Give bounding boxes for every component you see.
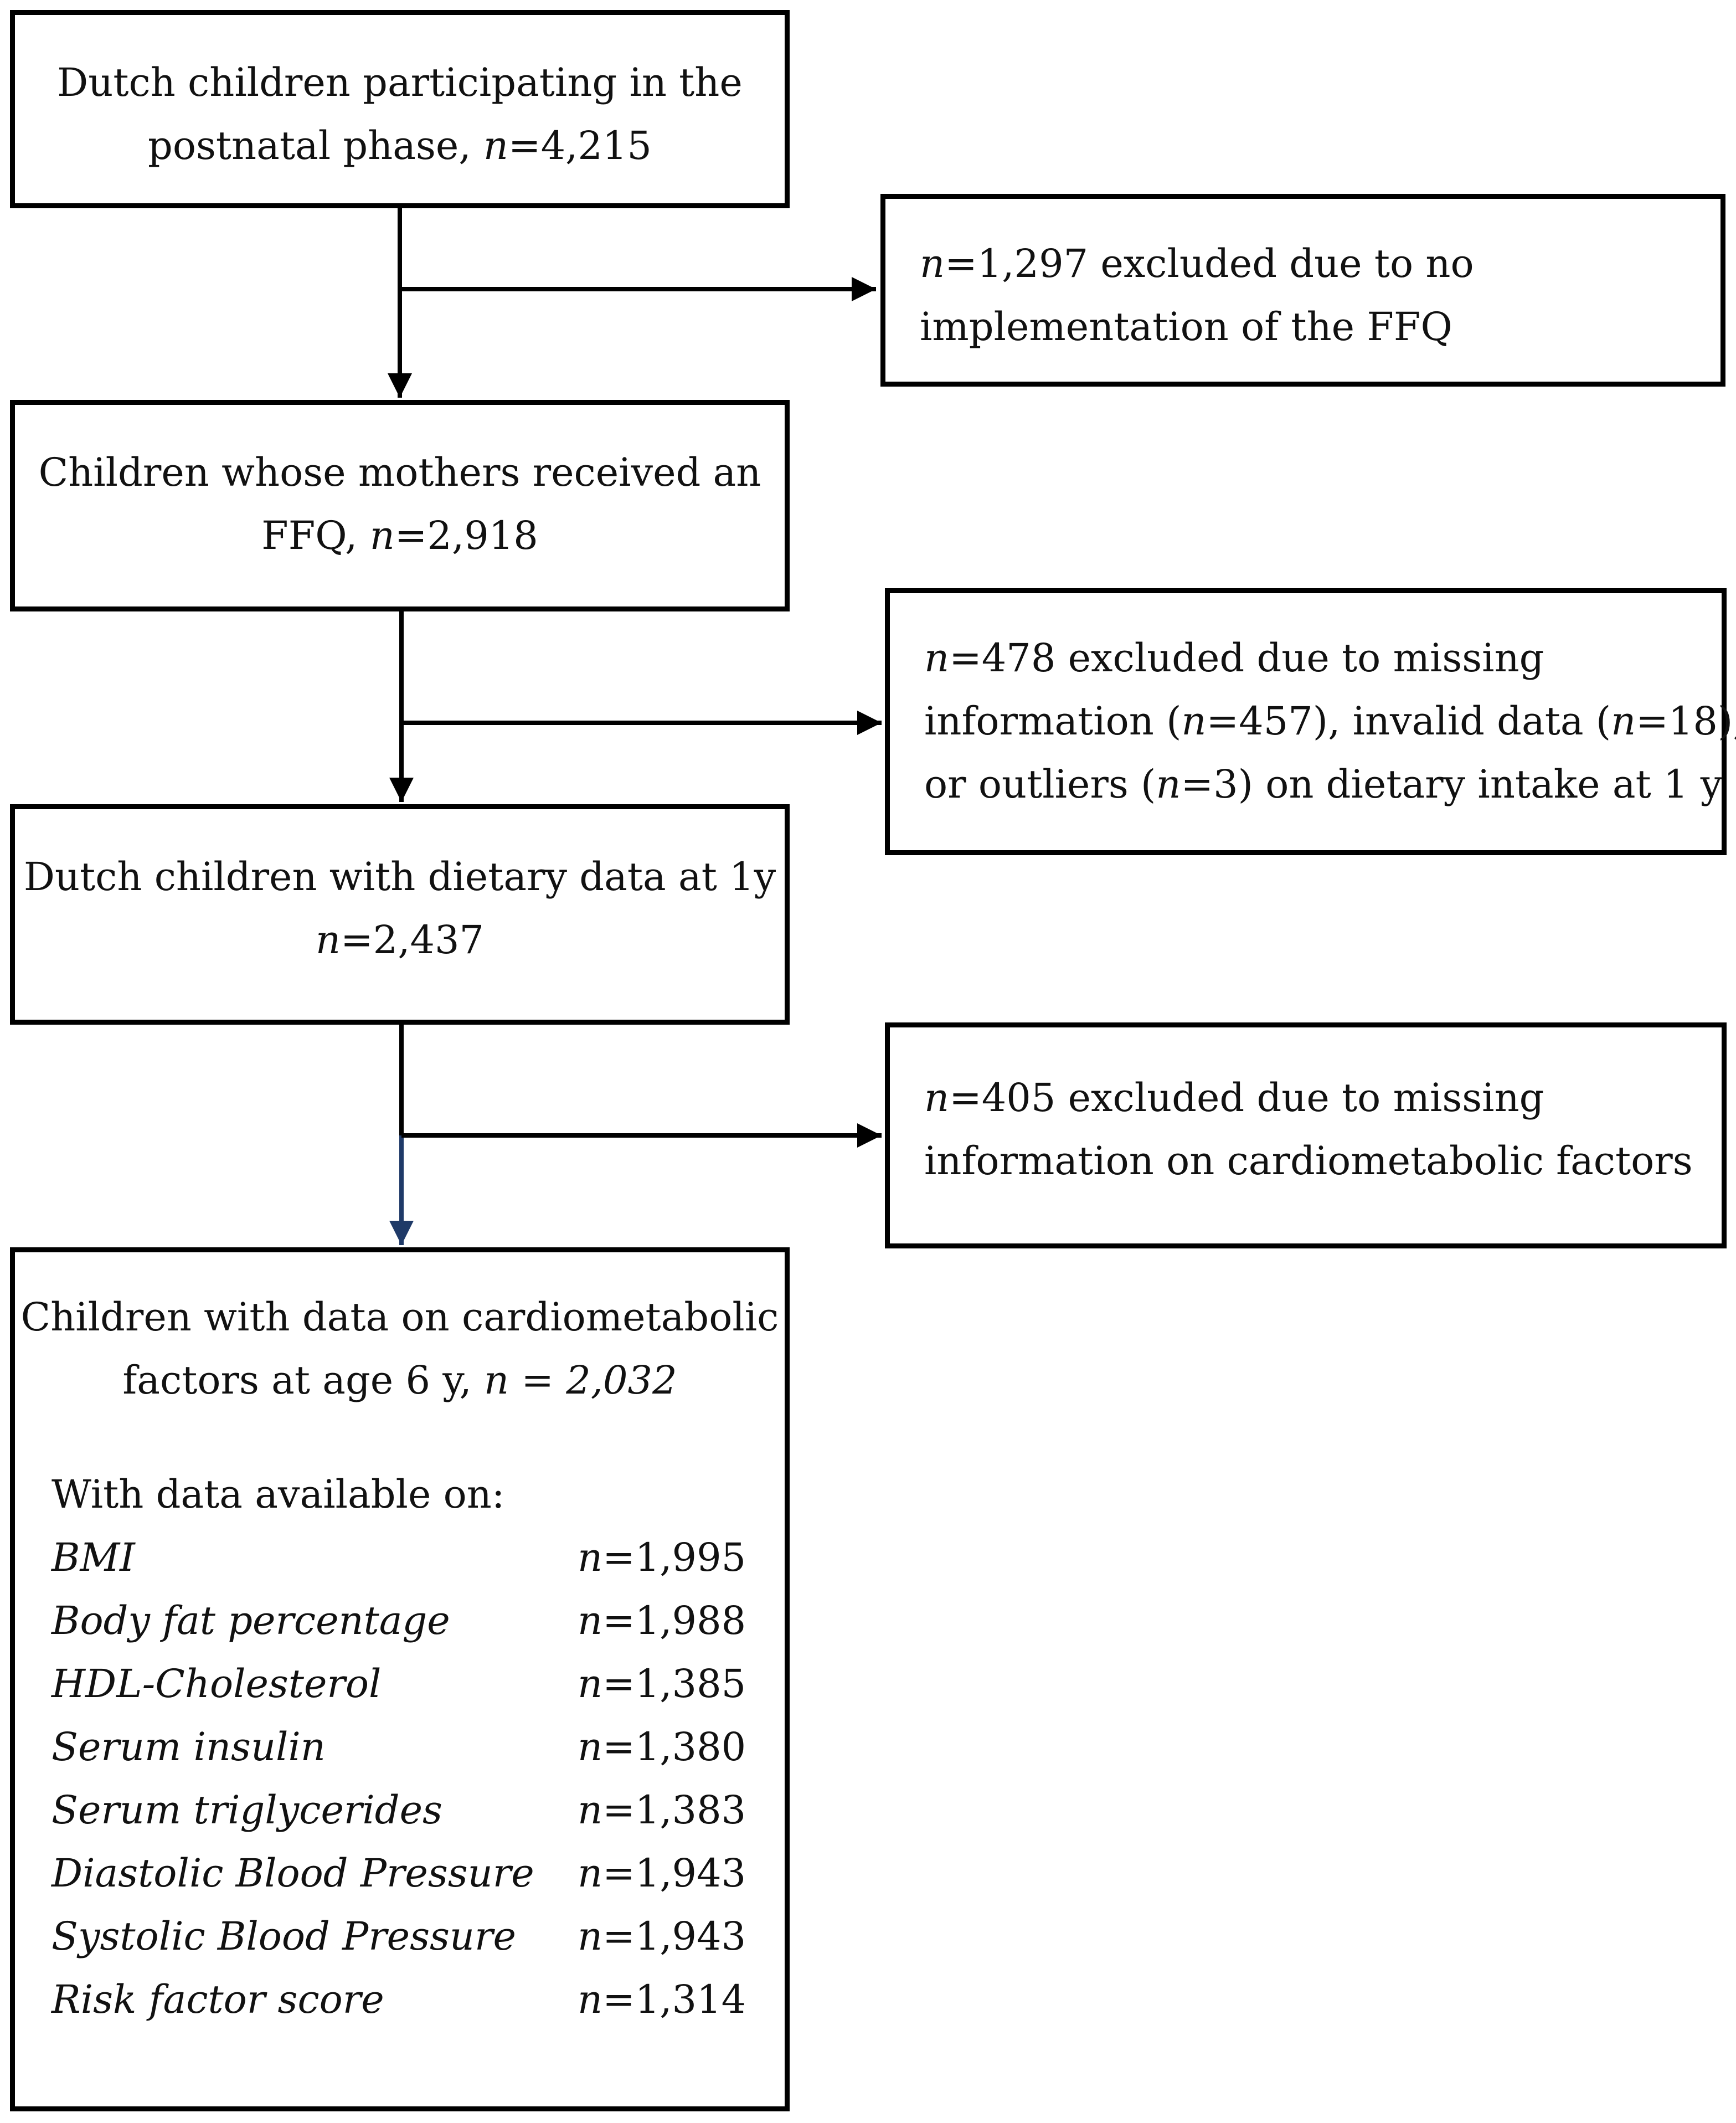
box-postnatal-phase: Dutch children participating in the post… [10, 10, 790, 208]
exclusion-box-3: n=405 excluded due to missing informatio… [885, 1022, 1727, 1248]
list-item: BMI n=1,995 [51, 1526, 763, 1589]
box2-text: Children whose mothers received an FFQ, … [15, 441, 785, 567]
row-label: Diastolic Blood Pressure [51, 1850, 534, 1896]
exclusion-box-1: n=1,297 excluded due to no implementatio… [880, 194, 1725, 387]
box-ffq-received: Children whose mothers received an FFQ, … [10, 400, 790, 611]
list-item: Diastolic Blood Pressure n=1,943 [51, 1842, 763, 1905]
final-line2: factors at age 6 y, n = 2,032 [122, 1358, 677, 1403]
box1-line2: postnatal phase, n=4,215 [148, 123, 652, 168]
row-value: n=1,314 [578, 1977, 746, 2022]
row-value: n=1,943 [578, 1914, 746, 1959]
row-label: Serum triglycerides [51, 1787, 442, 1833]
row-label: Risk factor score [51, 1977, 384, 2022]
availability-heading: With data available on: [51, 1472, 505, 1517]
list-item: Body fat percentage n=1,988 [51, 1589, 763, 1652]
box1-text: Dutch children participating in the post… [15, 51, 785, 177]
list-item: Risk factor score n=1,314 [51, 1968, 763, 2031]
exclusion-3-line1: n=405 excluded due to missing [924, 1075, 1544, 1120]
exclusion-2-text: n=478 excluded due to missing informatio… [924, 626, 1736, 816]
list-item: HDL-Cholesterol n=1,385 [51, 1652, 763, 1715]
list-item: Serum triglycerides n=1,383 [51, 1778, 763, 1842]
box2-line2: FFQ, n=2,918 [261, 513, 538, 558]
row-value: n=1,943 [578, 1850, 746, 1896]
exclusion-1-text: n=1,297 excluded due to no implementatio… [920, 232, 1474, 358]
list-item: Serum insulin n=1,380 [51, 1715, 763, 1778]
row-value: n=1,385 [578, 1661, 746, 1706]
availability-section: With data available on: BMI n=1,995 Body… [51, 1463, 763, 2031]
exclusion-1-line2: implementation of the FFQ [920, 304, 1452, 349]
final-header: Children with data on cardiometabolic fa… [15, 1286, 785, 1412]
row-label: Serum insulin [51, 1724, 326, 1770]
row-label: Systolic Blood Pressure [51, 1914, 516, 1959]
row-label: HDL-Cholesterol [51, 1661, 382, 1706]
box3-line2: n=2,437 [315, 917, 485, 963]
box2-line1: Children whose mothers received an [38, 450, 761, 495]
exclusion-1-line1: n=1,297 excluded due to no [920, 241, 1474, 286]
exclusion-3-line2: information on cardiometabolic factors [924, 1138, 1693, 1184]
row-value: n=1,988 [578, 1598, 746, 1643]
exclusion-2-line3: or outliers (n=3) on dietary intake at 1… [924, 762, 1723, 807]
exclusion-2-line1: n=478 excluded due to missing [924, 635, 1544, 681]
exclusion-box-2: n=478 excluded due to missing informatio… [885, 588, 1736, 855]
availability-list: BMI n=1,995 Body fat percentage n=1,988 … [51, 1526, 763, 2031]
box3-line1: Dutch children with dietary data at 1y [23, 854, 776, 899]
row-label: Body fat percentage [51, 1598, 450, 1643]
final-line1: Children with data on cardiometabolic [20, 1294, 779, 1340]
box1-line1: Dutch children participating in the [57, 60, 743, 105]
row-value: n=1,995 [578, 1535, 746, 1580]
box3-text: Dutch children with dietary data at 1y n… [15, 845, 785, 971]
row-value: n=1,380 [578, 1724, 746, 1770]
row-label: BMI [51, 1535, 135, 1580]
list-item: Systolic Blood Pressure n=1,943 [51, 1905, 763, 1968]
row-value: n=1,383 [578, 1787, 746, 1833]
box-dietary-data: Dutch children with dietary data at 1y n… [10, 804, 790, 1025]
exclusion-2-line2: information (n=457), invalid data (n=18)… [924, 698, 1736, 744]
box-final-cardiometabolic: Children with data on cardiometabolic fa… [10, 1247, 790, 2111]
exclusion-3-text: n=405 excluded due to missing informatio… [924, 1066, 1693, 1192]
